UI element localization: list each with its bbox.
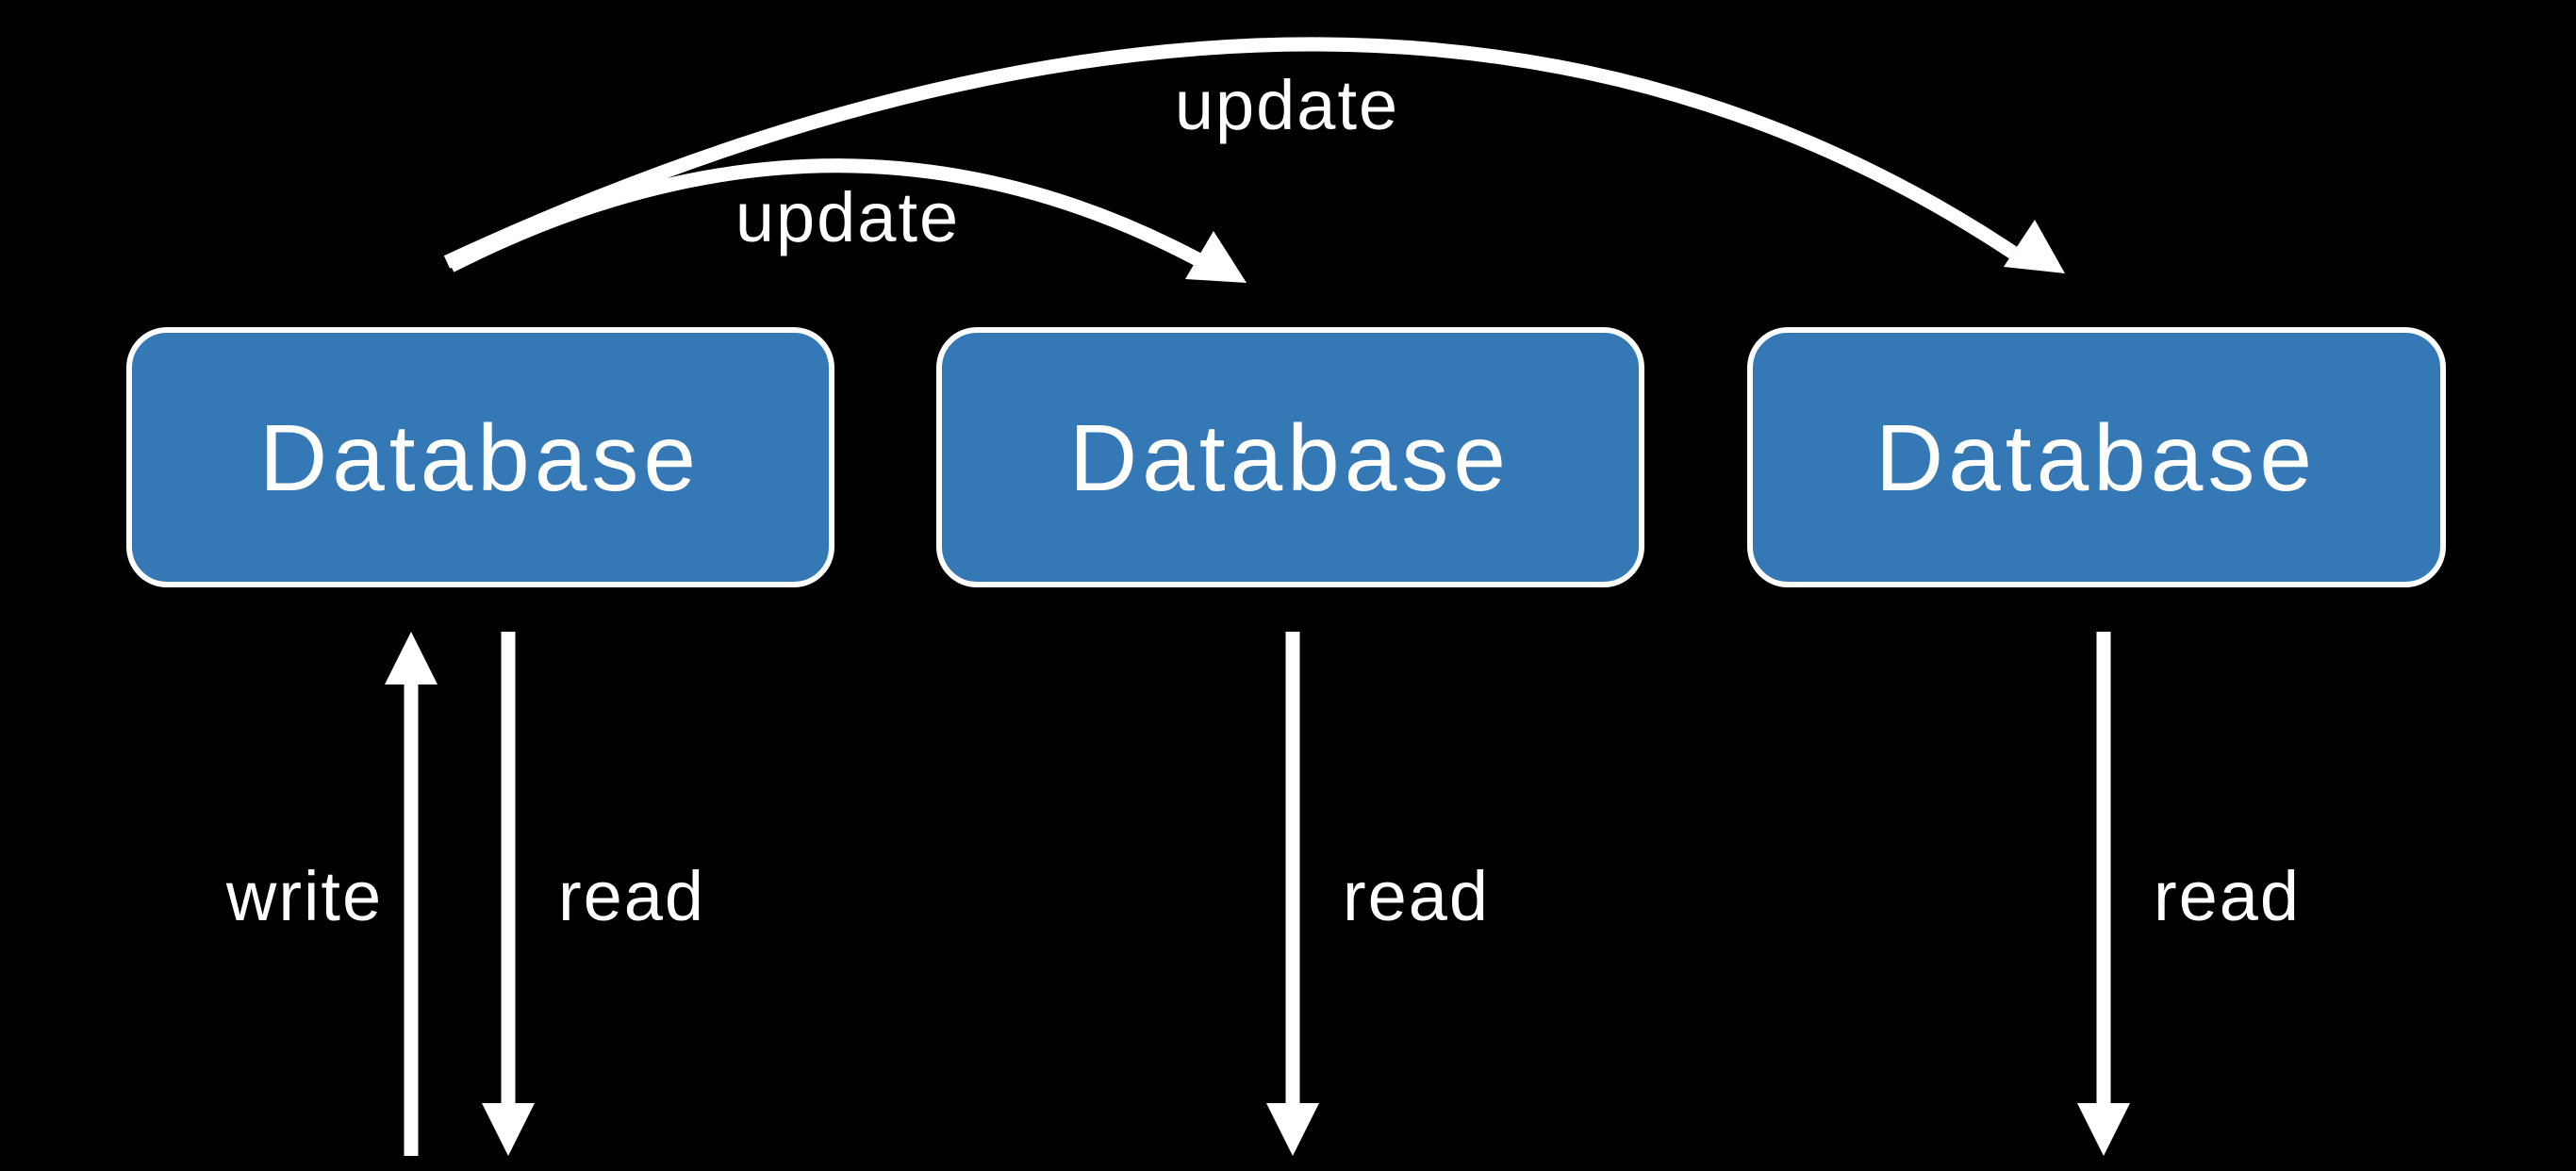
write-arrowhead bbox=[385, 632, 438, 684]
read-db1-arrowhead bbox=[482, 1103, 535, 1156]
database-3-label: Database bbox=[1875, 405, 2317, 511]
node-database-1: Database bbox=[126, 327, 834, 587]
update-far-label: update bbox=[1175, 66, 1399, 144]
database-1-box bbox=[126, 327, 834, 587]
database-1-label: Database bbox=[259, 405, 701, 511]
update-far-arrowhead bbox=[2004, 220, 2065, 273]
update-near-arrowhead bbox=[1185, 231, 1247, 283]
database-3-box bbox=[1747, 327, 2446, 587]
read-db2-arrowhead bbox=[1266, 1103, 1319, 1156]
edge-update-near: update bbox=[447, 158, 1247, 283]
database-2-label: Database bbox=[1069, 405, 1511, 511]
read-db2-label: read bbox=[1343, 857, 1490, 935]
update-near-label: update bbox=[735, 178, 960, 256]
write-label: write bbox=[225, 857, 383, 935]
update-near-line bbox=[447, 158, 1201, 272]
edge-read-db1: read bbox=[482, 632, 705, 1156]
read-db3-arrowhead bbox=[2077, 1103, 2130, 1156]
edge-write-db1: write bbox=[225, 632, 438, 1156]
update-far-line bbox=[443, 37, 2018, 269]
database-2-box bbox=[936, 327, 1644, 587]
read-db1-label: read bbox=[558, 857, 705, 935]
node-database-2: Database bbox=[936, 327, 1644, 587]
edge-update-far: update bbox=[443, 37, 2065, 273]
edge-read-db3: read bbox=[2077, 632, 2301, 1156]
edge-read-db2: read bbox=[1266, 632, 1490, 1156]
read-db3-label: read bbox=[2154, 857, 2301, 935]
node-database-3: Database bbox=[1747, 327, 2446, 587]
